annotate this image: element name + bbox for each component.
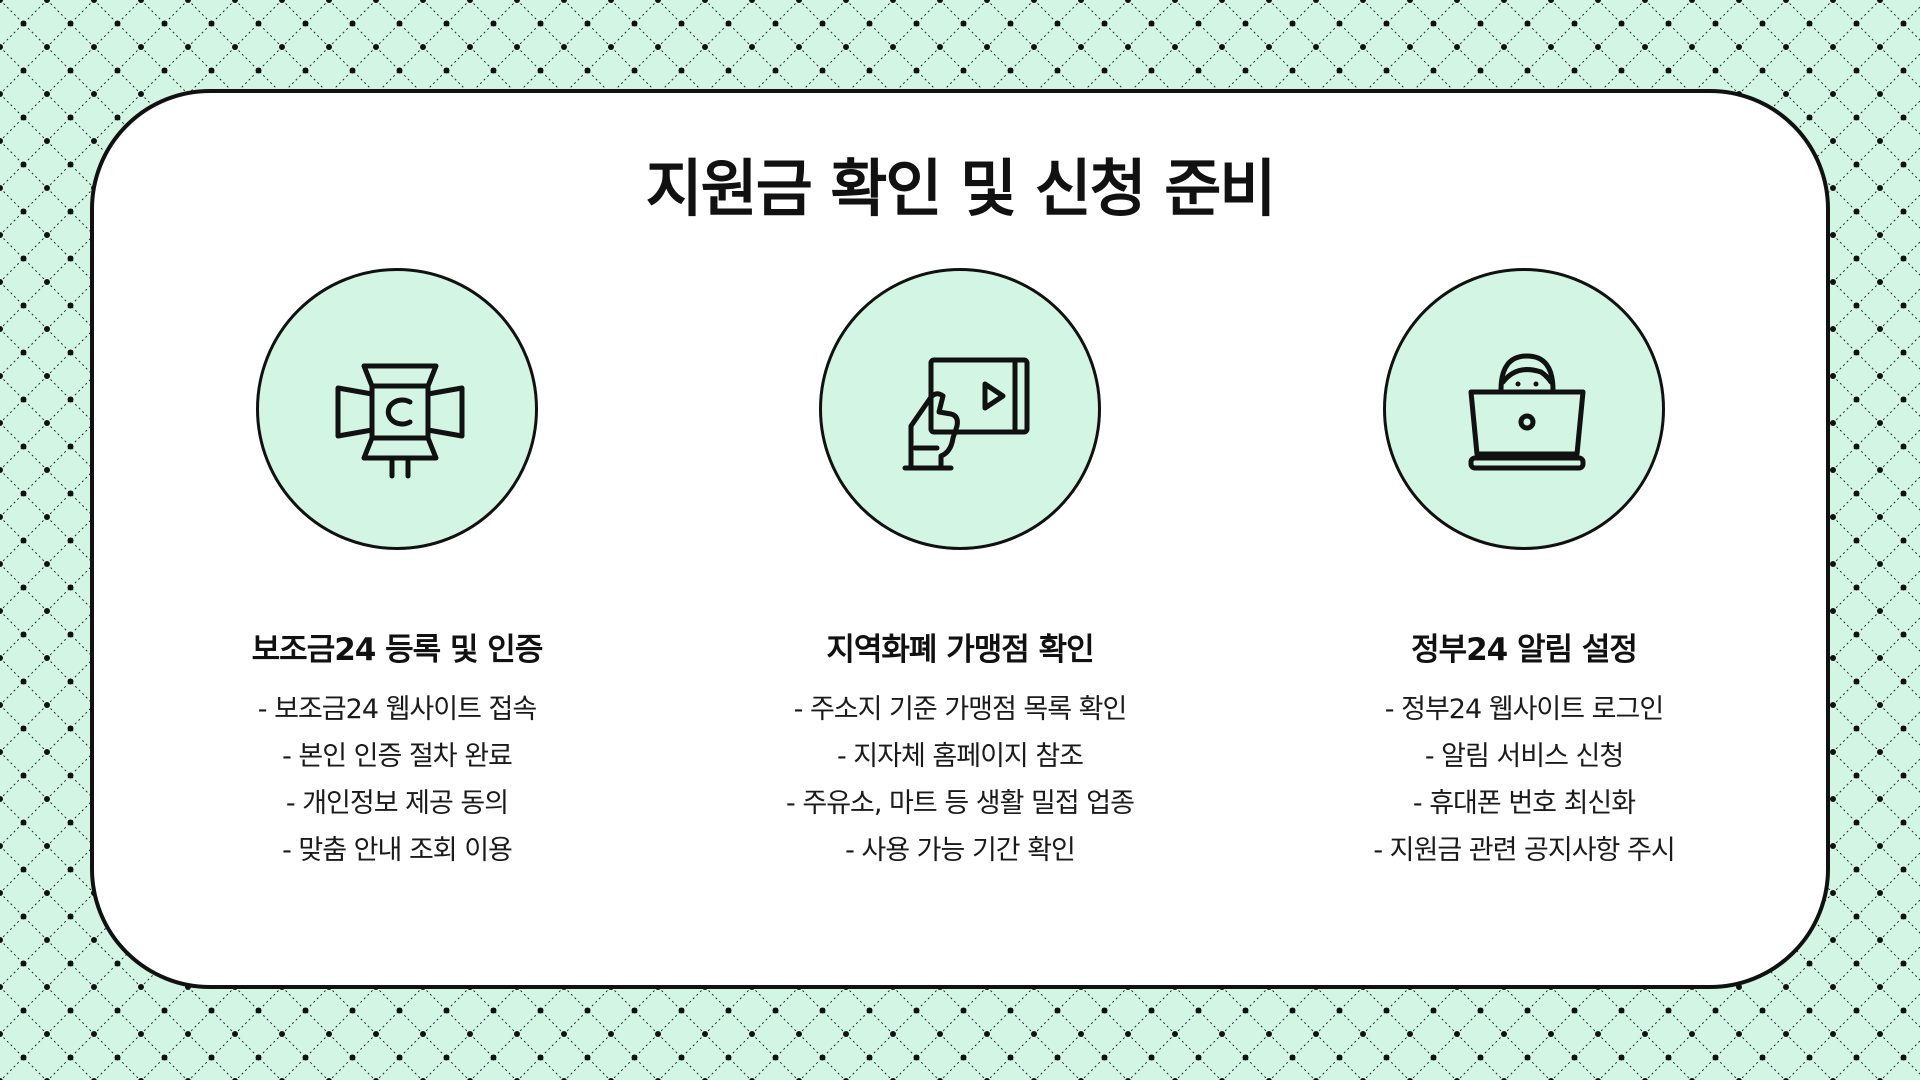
list-item: - 사용 가능 기간 확인 [845, 835, 1076, 866]
spotlight-icon [335, 363, 465, 479]
step-item-list: - 정부24 웹사이트 로그인 - 알림 서비스 신청 - 휴대폰 번호 최신화… [1274, 686, 1774, 874]
icon-circle [819, 268, 1101, 550]
list-item: - 지자체 홈페이지 참조 [836, 741, 1084, 772]
step-heading: 정부24 알림 설정 [1411, 632, 1638, 668]
step-item-list: - 주소지 기준 가맹점 목록 확인 - 지자체 홈페이지 참조 - 주유소, … [710, 686, 1210, 874]
person-laptop-icon [1468, 353, 1586, 471]
list-item: - 지원금 관련 공지사항 주시 [1373, 835, 1675, 866]
page-title: 지원금 확인 및 신청 준비 [645, 152, 1277, 225]
list-item: - 정부24 웹사이트 로그인 [1384, 694, 1664, 725]
icon-circle [1383, 268, 1665, 550]
list-item: - 보조금24 웹사이트 접속 [257, 694, 537, 725]
video-tablet-icon [902, 357, 1030, 471]
step-item-list: - 보조금24 웹사이트 접속 - 본인 인증 절차 완료 - 개인정보 제공 … [147, 686, 647, 874]
list-item: - 알림 서비스 신청 [1424, 741, 1624, 772]
list-item: - 휴대폰 번호 최신화 [1412, 788, 1636, 819]
list-item: - 주유소, 마트 등 생활 밀접 업종 [786, 788, 1135, 819]
list-item: - 본인 인증 절차 완료 [282, 741, 513, 772]
list-item: - 개인정보 제공 동의 [285, 788, 509, 819]
icon-circle [256, 268, 538, 550]
step-heading: 보조금24 등록 및 인증 [251, 632, 544, 668]
step-heading: 지역화폐 가맹점 확인 [826, 632, 1094, 668]
list-item: - 맞춤 안내 조회 이용 [282, 835, 513, 866]
list-item: - 주소지 기준 가맹점 목록 확인 [793, 694, 1128, 725]
